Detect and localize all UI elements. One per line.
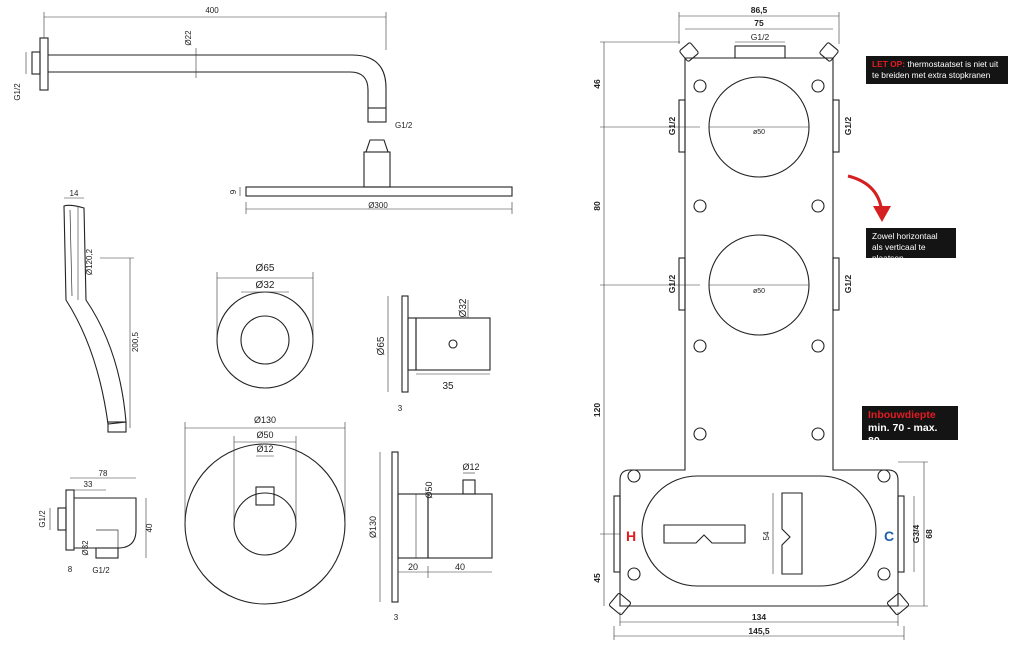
box-dim-80-label: 80: [592, 201, 602, 211]
rain-head-diameter-label: Ø300: [368, 201, 388, 210]
box-right-thread-label: G3/4: [911, 525, 921, 544]
thermostat-front-drawing: Ø130 Ø50 Ø12: [184, 415, 346, 605]
thermostat-outer-label: Ø130: [254, 415, 276, 425]
box-circle-top-label: ø50: [753, 129, 765, 136]
outlet-width-label: 78: [99, 469, 108, 478]
orientation-note: Zowel horizontaal als verticaal te plaat…: [866, 228, 956, 263]
mounting-box-drawing: ø50 ø50 54 H C 86,5 75 G1/2: [592, 5, 934, 640]
stop-rosette-front-drawing: Ø65 Ø32: [216, 263, 314, 389]
wall-outlet-drawing: 78 33 G1/2 Ø32 40 8 G1/2: [38, 469, 154, 575]
cold-label: C: [884, 528, 894, 544]
rain-head-thickness-label: 9: [229, 189, 238, 194]
box-inner-width-label: 75: [754, 18, 764, 28]
arm-diameter-label: Ø22: [184, 30, 193, 46]
thermostat-side-plate-label: 3: [394, 613, 399, 622]
rosette-side-diameter-label: Ø32: [458, 298, 469, 317]
orientation-text: Zowel horizontaal als verticaal te plaat…: [872, 231, 938, 263]
rosette-side-height-label: Ø65: [376, 336, 387, 355]
arm-thread-left-label: G1/2: [13, 83, 22, 101]
warning-text: thermostaatset is niet uit te breiden me…: [872, 59, 999, 80]
hand-shower-head-label: Ø120,2: [85, 248, 94, 275]
hand-shower-width-label: 14: [70, 189, 79, 198]
port-thread-left-bottom: G1/2: [667, 275, 677, 294]
port-thread-right-bottom: G1/2: [843, 275, 853, 294]
outlet-diameter-label: Ø32: [81, 540, 90, 556]
depth-title: Inbouwdiepte: [868, 409, 936, 421]
shower-arm-drawing: 400 Ø22 G1/2 G1/2: [13, 6, 413, 130]
box-bottom-total-label: 145,5: [748, 626, 770, 636]
port-thread-right-top: G1/2: [843, 117, 853, 136]
box-right-height-label: 68: [924, 529, 934, 539]
thermostat-side-drawing: Ø130 Ø50 Ø12 20 40 3: [368, 451, 493, 622]
thermostat-side-height-label: Ø130: [368, 516, 378, 538]
warning-note: LET OP: thermostaatset is niet uit te br…: [866, 56, 1008, 84]
thermostat-inner-label: Ø12: [256, 444, 273, 454]
rosette-inner-label: Ø32: [256, 280, 275, 291]
outlet-thread-bottom-label: G1/2: [92, 566, 110, 575]
hand-shower-drawing: 14 Ø120,2 200,5: [63, 189, 140, 433]
rosette-side-plate-label: 3: [398, 404, 403, 413]
thermostat-side-knob-label: Ø12: [462, 462, 479, 472]
stop-rosette-side-drawing: Ø65 Ø32 35 3: [376, 295, 491, 413]
box-bottom-inner-label: 134: [752, 612, 766, 622]
outlet-flange-label: 8: [68, 565, 73, 574]
outlet-height-label: 40: [145, 523, 154, 532]
rain-head-drawing: 9 Ø300: [229, 139, 513, 214]
thermostat-middle-label: Ø50: [256, 430, 273, 440]
thermostat-side-body-label: Ø50: [424, 481, 434, 498]
arm-thread-head-label: G1/2: [395, 121, 413, 130]
hot-label: H: [626, 528, 636, 544]
outlet-depth-label: 33: [84, 480, 93, 489]
rosette-side-length-label: 35: [442, 381, 454, 392]
thermostat-side-depth-b-label: 40: [455, 562, 465, 572]
box-dim-120-label: 120: [592, 403, 602, 417]
depth-note: Inbouwdiepte min. 70 - max. 80: [862, 406, 958, 447]
outlet-thread-left-label: G1/2: [38, 510, 47, 528]
arm-length-label: 400: [205, 6, 219, 15]
box-slot-height-label: 54: [762, 531, 771, 540]
rosette-outer-label: Ø65: [256, 263, 275, 274]
port-thread-left-top: G1/2: [667, 117, 677, 136]
thermostat-side-depth-a-label: 20: [408, 562, 418, 572]
box-dim-45-label: 45: [592, 573, 602, 583]
box-total-width-label: 86,5: [751, 5, 768, 15]
depth-value: min. 70 - max. 80: [868, 422, 938, 447]
hand-shower-length-label: 200,5: [131, 331, 140, 352]
box-circle-bottom-label: ø50: [753, 288, 765, 295]
warning-red-text: LET OP:: [872, 59, 906, 69]
box-dim-46-label: 46: [592, 79, 602, 89]
box-top-thread-label: G1/2: [751, 32, 770, 42]
